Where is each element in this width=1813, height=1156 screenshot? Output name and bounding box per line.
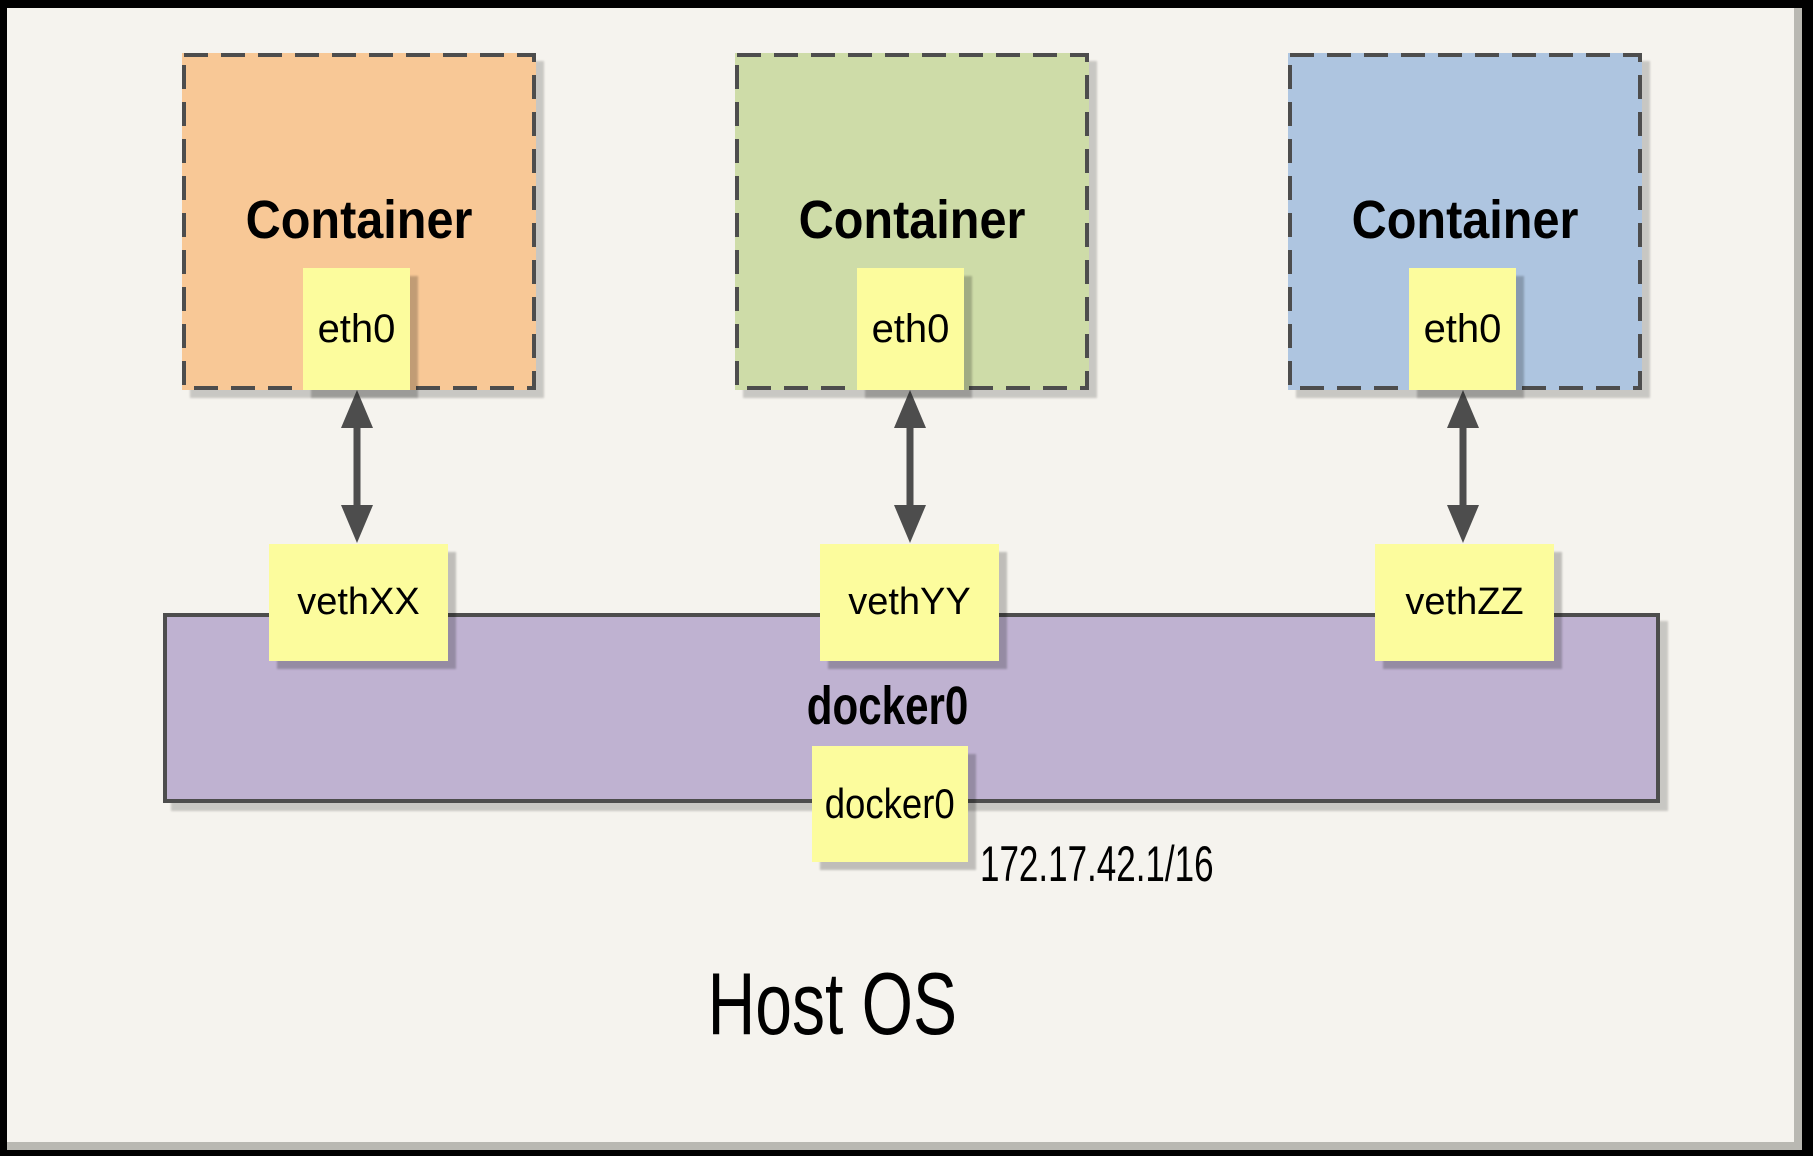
vethxx-node-label: vethXX — [297, 581, 420, 623]
bridge-ip-address: 172.17.42.1/16 — [980, 836, 1214, 892]
container-1-label: Container — [245, 190, 473, 250]
vethzz-node-label: vethZZ — [1405, 581, 1524, 623]
vethyy-node: vethYY — [820, 544, 999, 661]
container-2-label: Container — [798, 190, 1026, 250]
docker0-interface-node: docker0 — [812, 746, 968, 862]
container-3-label: Container — [1351, 190, 1579, 250]
eth0-node-1-label: eth0 — [317, 306, 396, 351]
eth0-node-3: eth0 — [1409, 268, 1516, 390]
veth-arrow-2 — [894, 390, 926, 543]
vethyy-node-label: vethYY — [848, 581, 971, 623]
docker0-interface-label: docker0 — [824, 780, 955, 827]
eth0-node-2: eth0 — [857, 268, 964, 390]
host-os-title: Host OS — [707, 954, 957, 1053]
vethxx-node: vethXX — [269, 544, 448, 661]
docker0-bridge-label: docker0 — [807, 676, 969, 736]
veth-arrow-1 — [341, 390, 373, 543]
veth-arrow-3 — [1447, 390, 1479, 543]
vethzz-node: vethZZ — [1375, 544, 1554, 661]
eth0-node-1: eth0 — [303, 268, 410, 390]
eth0-node-2-label: eth0 — [871, 306, 950, 351]
eth0-node-3-label: eth0 — [1423, 306, 1502, 351]
